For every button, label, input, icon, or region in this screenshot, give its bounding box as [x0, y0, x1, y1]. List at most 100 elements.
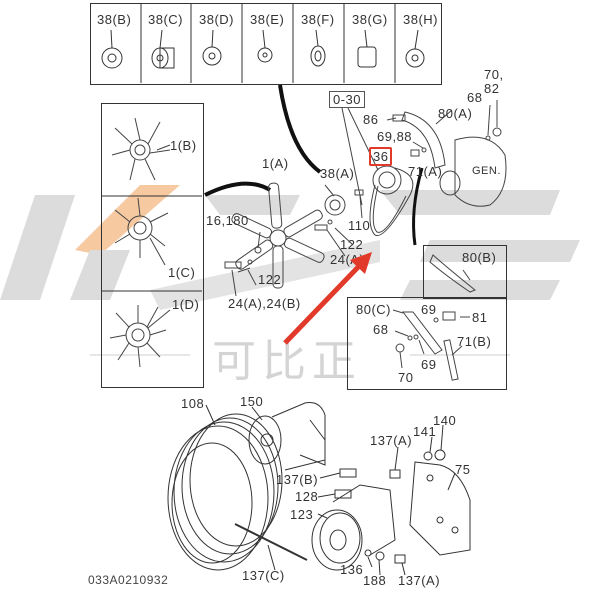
washer-141-icon [423, 451, 433, 461]
strip-label-38d: 38(D) [199, 12, 235, 27]
washer-69b-icon [413, 334, 419, 340]
bottom-label-150: 150 [240, 394, 264, 409]
watermark-shape-1 [205, 195, 300, 215]
nut-140-icon [434, 449, 446, 461]
label-80a: 80(A) [438, 106, 473, 121]
inset-label-70: 70 [398, 370, 414, 385]
label-1a: 1(A) [262, 156, 289, 171]
nut-70-82-icon [492, 127, 502, 137]
inset-80b-panel [423, 245, 507, 299]
bolt-86-icon [392, 114, 406, 122]
inset-label-69a: 69 [421, 302, 437, 317]
strip-label-38e: 38(E) [250, 12, 285, 27]
nut-188-icon [375, 551, 385, 561]
bottom-label-123: 123 [290, 507, 314, 522]
washer-69-88-icon [421, 147, 427, 153]
label-122-b: 122 [258, 272, 282, 287]
fan-label-1b: 1(B) [170, 138, 197, 153]
watermark-shape-4 [400, 280, 560, 300]
washer-68-icon [485, 135, 491, 141]
washer-136-icon [364, 549, 372, 557]
leader-curve-strip [278, 84, 322, 174]
tensioner-123-icon [311, 484, 396, 571]
label-generator: GEN. [472, 165, 501, 177]
label-69-88: 69,88 [377, 129, 413, 144]
bolt-71a-icon [410, 149, 420, 157]
bolt-71b-icon [443, 339, 459, 381]
bolt-81-icon [442, 311, 456, 321]
bolt-24-icon [224, 261, 242, 269]
fan-variants-panel [101, 103, 204, 388]
inset-80c-panel [347, 297, 507, 390]
inset-label-81: 81 [472, 310, 488, 325]
bracket-80a-icon [401, 111, 446, 169]
label-68-top: 68 [467, 90, 483, 105]
bolt-137a-bot-icon [394, 554, 406, 564]
pulley-36-icon [372, 165, 402, 195]
inset-label-80b: 80(B) [462, 250, 497, 265]
leader-curve-fan [204, 181, 272, 197]
washer-122-icon [247, 259, 253, 265]
label-16-180: 16,180 [206, 213, 249, 228]
fan-label-1c: 1(C) [168, 265, 196, 280]
bottom-label-128: 128 [295, 489, 319, 504]
washer-68-icon [407, 335, 413, 341]
label-122-a: 122 [340, 237, 364, 252]
strip-label-38h: 38(H) [403, 12, 439, 27]
inset-label-69b: 69 [421, 357, 437, 372]
arrow-head-icon [350, 252, 372, 274]
bottom-label-136: 136 [340, 562, 364, 577]
spacer-150-icon [248, 402, 326, 471]
fan-label-1d: 1(D) [172, 297, 200, 312]
bottom-label-75: 75 [455, 462, 471, 477]
washer-69a-icon [433, 317, 439, 323]
strip-label-38c: 38(C) [148, 12, 184, 27]
leader-curve-80b [412, 167, 424, 246]
inset-label-71b: 71(B) [457, 334, 492, 349]
bottom-label-140: 140 [433, 413, 457, 428]
label-38a: 38(A) [320, 166, 355, 181]
bracket-80b-icon [429, 254, 476, 293]
label-86: 86 [363, 112, 379, 127]
watermark-letter-k-leg [70, 250, 130, 300]
bottom-label-137c: 137(C) [242, 568, 285, 583]
bolt-128-icon [334, 489, 352, 499]
bottom-label-137a-bot: 137(A) [398, 573, 441, 588]
top-parts-strip [90, 3, 442, 85]
bottom-label-188: 188 [363, 573, 387, 588]
highlighted-part-36[interactable]: 36 [369, 147, 393, 166]
label-71a: 71(A) [408, 164, 443, 179]
bottom-label-108: 108 [181, 396, 205, 411]
inset-label-80c: 80(C) [356, 302, 392, 317]
label-70-82-text: 70, 82 [484, 67, 504, 96]
pulley-108-icon [167, 413, 283, 571]
bolt-137c-icon [234, 523, 308, 561]
strip-label-38f: 38(F) [301, 12, 335, 27]
belt-icon [369, 167, 414, 236]
fan-1c-icon [114, 197, 169, 258]
watermark-letter-k-stem [0, 195, 75, 300]
inset-label-68: 68 [373, 322, 389, 337]
drawing-number: 033A0210932 [88, 573, 169, 587]
pulley-38a-icon [324, 194, 346, 216]
watermark-cjk-text: 可比正 [212, 337, 362, 386]
bolt-137b-icon [339, 468, 357, 478]
bottom-label-137a-top: 137(A) [370, 433, 413, 448]
fan-1d-icon [109, 305, 167, 368]
bracket-80c-icon [401, 311, 443, 355]
bolt-24a-icon [314, 224, 328, 231]
strip-label-38b: 38(B) [97, 12, 132, 27]
label-70-82: 70, 82 [484, 68, 504, 96]
arrow-shaft [283, 260, 365, 345]
bracket-75-icon [409, 461, 471, 556]
bottom-label-141: 141 [413, 424, 437, 439]
watermark-shape-2 [380, 190, 560, 215]
fan-1b-icon [111, 117, 171, 181]
bolt-137a-top-icon [389, 469, 401, 479]
label-110: 110 [348, 218, 371, 233]
